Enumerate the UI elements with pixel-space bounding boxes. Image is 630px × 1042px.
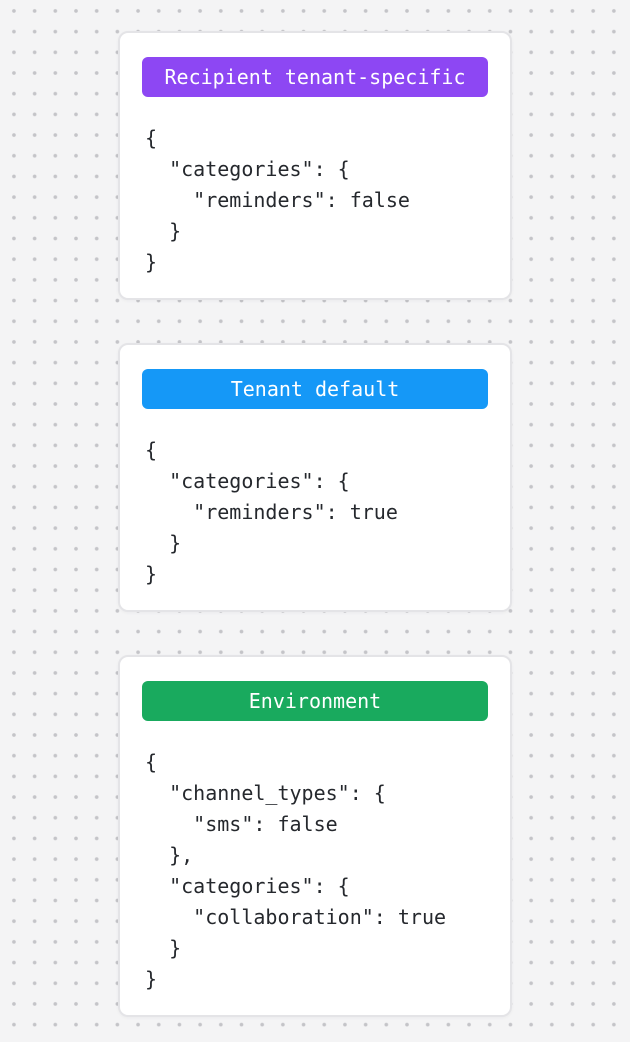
card-environment: Environment { "channel_types": { "sms": … <box>118 655 512 1017</box>
badge-tenant-default: Tenant default <box>142 369 488 409</box>
card-tenant-default: Tenant default { "categories": { "remind… <box>118 343 512 612</box>
badge-environment: Environment <box>142 681 488 721</box>
json-code-recipient-tenant-specific: { "categories": { "reminders": false } } <box>145 126 410 274</box>
json-code-tenant-default: { "categories": { "reminders": true } } <box>145 438 398 586</box>
json-code-environment: { "channel_types": { "sms": false }, "ca… <box>145 750 447 991</box>
card-recipient-tenant-specific: Recipient tenant-specific { "categories"… <box>118 31 512 300</box>
badge-recipient-tenant-specific: Recipient tenant-specific <box>142 57 488 97</box>
